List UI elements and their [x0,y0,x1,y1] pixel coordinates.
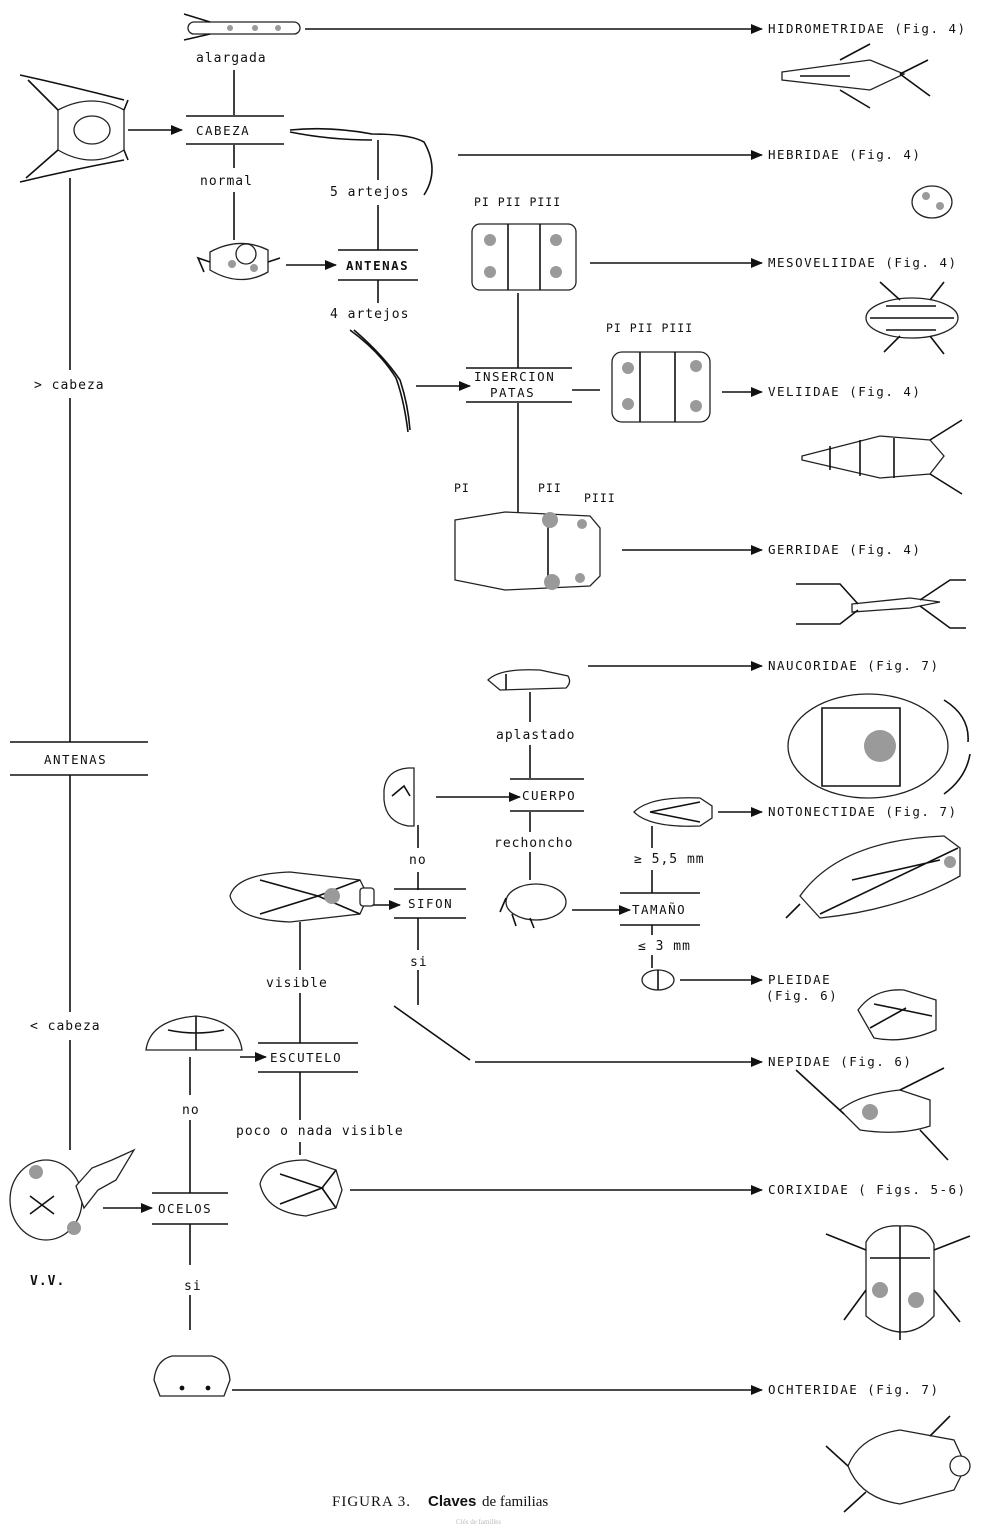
legs-mesovelidae: PI PII PIII [474,195,561,209]
family-nepidae: NEPIDAE (Fig. 6) [768,1054,912,1069]
branch-si-sifon: si [410,955,428,970]
insect-body-icon [826,1416,970,1512]
node-insercion-line2: PATAS [490,385,535,400]
insect-body-icon [230,872,374,922]
family-mesovelidae: MESOVELIIDAE (Fig. 4) [768,255,958,270]
insect-head-icon [20,75,128,182]
node-escutelo: ESCUTELO [270,1050,342,1065]
insect-head-icon [154,1356,230,1396]
family-ochteridae: OCHTERIDAE (Fig. 7) [768,1382,940,1397]
branch-4-artejos: 4 artejos [330,307,409,322]
family-pleidae-line1: PLEIDAE [768,972,831,987]
legs-veliidae: PI PII PIII [606,321,693,335]
insect-body-icon [796,580,966,628]
insect-head-icon [198,243,280,279]
insect-body-icon [826,1226,970,1340]
branch-alargada: alargada [196,51,267,66]
branch-no-sifon: no [409,853,427,868]
family-notonectidae: NOTONECTIDAE (Fig. 7) [768,804,958,819]
insect-body-icon [260,1160,342,1216]
branch-lt-cabeza: < cabeza [30,1019,101,1034]
caption-rest: de familias [482,1494,548,1510]
legs-gerridae-piii: PIII [584,491,616,505]
legs-gerridae-pi: PI [454,481,470,495]
node-cabeza: CABEZA [196,123,250,138]
caption-prefix: FIGURA 3. [332,1494,411,1510]
branch-aplastado: aplastado [496,728,575,743]
family-pleidae-line2: (Fig. 6) [766,988,838,1003]
insect-body-icon [858,990,936,1040]
insect-body-icon [788,694,970,798]
branch-si-ocelos: si [184,1279,202,1294]
insect-body-icon [782,44,930,108]
insect-body-icon [455,512,600,590]
branch-normal: normal [200,174,253,189]
figure-caption: FIGURA 3. Claves de familias Clés de fam… [332,1493,548,1526]
insect-head-icon [184,14,300,40]
node-antenas-upper: ANTENAS [346,258,409,273]
node-cuerpo: CUERPO [522,788,576,803]
insect-body-icon [802,420,962,494]
branch-vv: V.V. [30,1274,65,1289]
insect-body-icon [612,352,710,422]
branch-le-3mm: ≤ 3 mm [638,939,691,954]
branch-gt-cabeza: > cabeza [34,378,105,393]
node-ocelos: OCELOS [158,1201,212,1216]
family-hidrometridae: HIDROMETRIDAE (Fig. 4) [768,21,967,36]
insect-body-icon [500,884,566,928]
node-bars [10,116,700,1224]
insect-body-icon [394,1006,470,1060]
family-gerridae: GERRIDAE (Fig. 4) [768,542,921,557]
insect-head-icon [146,1016,242,1050]
node-tamano: TAMAÑO [632,902,686,917]
node-sifon: SIFON [408,896,453,911]
branch-visible: visible [266,976,328,991]
branch-rechoncho: rechoncho [494,836,573,851]
insect-head-icon [10,1150,134,1240]
insect-body-icon [796,1068,948,1160]
insect-body-icon [912,186,952,218]
branch-ge-55mm: ≥ 5,5 mm [634,852,705,867]
antenna-icon [350,330,410,432]
insect-body-icon [642,970,674,990]
connector-lines [70,29,762,1390]
insect-body-icon [488,670,570,690]
branch-poco-visible: poco o nada visible [236,1124,404,1139]
insect-body-icon [786,836,960,918]
family-naucoridae: NAUCORIDAE (Fig. 7) [768,658,940,673]
family-hebridae: HEBRIDAE (Fig. 4) [768,147,921,162]
branch-no-ocelos: no [182,1103,200,1118]
node-insercion-line1: INSERCION [474,369,555,384]
insect-body-icon [472,224,576,290]
node-antenas-main: ANTENAS [44,752,107,767]
legs-gerridae-pii: PII [538,481,562,495]
family-corixidae: CORIXIDAE ( Figs. 5-6) [768,1182,967,1197]
branch-5-artejos: 5 artejos [330,185,409,200]
caption-subline: Clés de familles [456,1518,501,1526]
caption-bold: Claves [428,1493,476,1510]
family-veliidae: VELIIDAE (Fig. 4) [768,384,921,399]
insect-body-icon [866,282,958,354]
insect-body-icon [634,798,712,826]
insect-head-icon [384,768,414,826]
